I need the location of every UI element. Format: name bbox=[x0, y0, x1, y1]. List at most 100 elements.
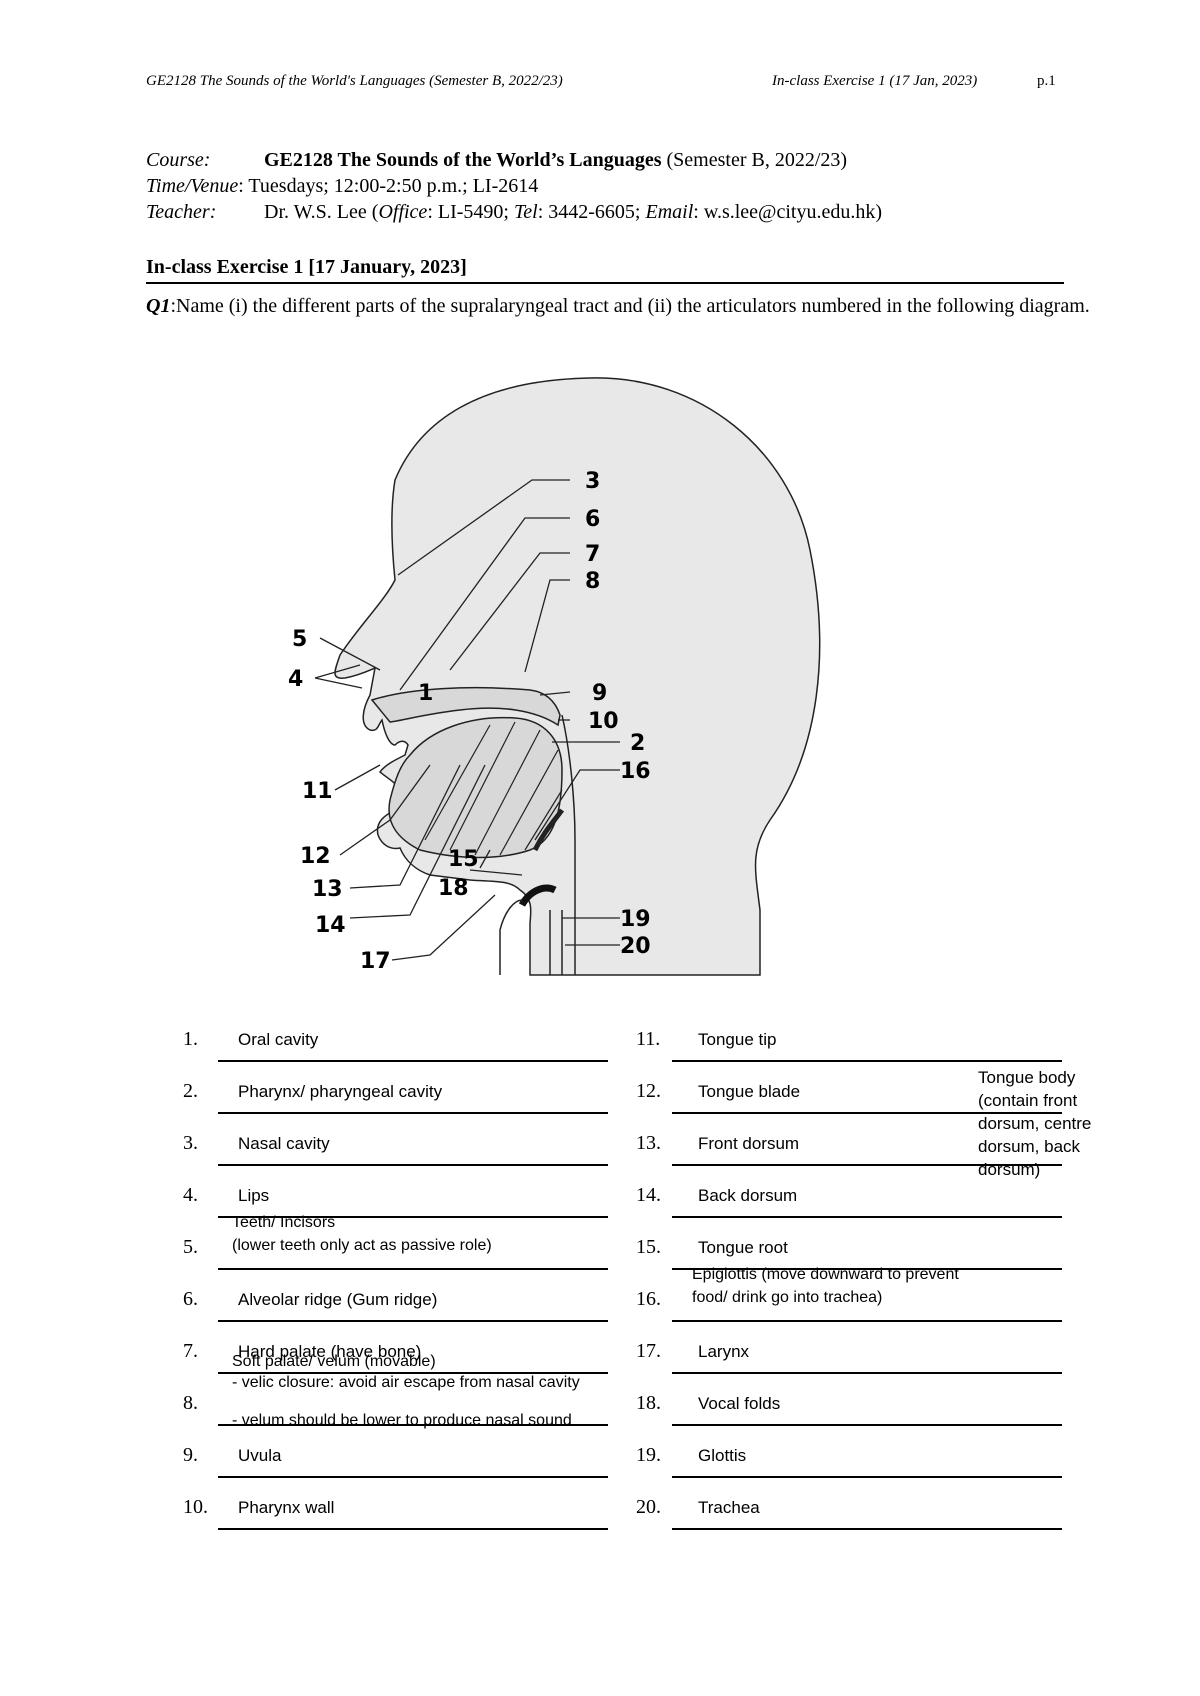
diagram-label-2: 2 bbox=[630, 731, 645, 756]
answer-text: Front dorsum bbox=[698, 1134, 800, 1153]
answer-number: 7. bbox=[183, 1340, 198, 1362]
tongue-hatching bbox=[424, 721, 563, 856]
answer-text-line2: food/ drink go into trachea) bbox=[692, 1289, 883, 1306]
answer-number: 10. bbox=[183, 1496, 208, 1518]
answer-number: 4. bbox=[183, 1184, 198, 1206]
answer-text: Lips bbox=[238, 1186, 270, 1205]
answer-line bbox=[672, 1372, 1062, 1374]
exercise-title: In-class Exercise 1 [17 January, 2023] bbox=[146, 256, 467, 278]
answer-line bbox=[218, 1216, 608, 1218]
diagram-label-5: 5 bbox=[292, 627, 307, 652]
diagram-label-4: 4 bbox=[288, 667, 303, 692]
answer-line bbox=[672, 1060, 1062, 1062]
answer-number: 8. bbox=[183, 1392, 198, 1414]
answer-number: 14. bbox=[636, 1184, 661, 1206]
diagram-label-7: 7 bbox=[585, 542, 600, 567]
diagram-label-1: 1 bbox=[418, 681, 433, 706]
answer-number: 15. bbox=[636, 1236, 661, 1258]
time-venue: Time/Venue: Tuesdays; 12:00-2:50 p.m.; L… bbox=[146, 175, 539, 197]
answer-line bbox=[672, 1216, 1062, 1218]
epiglottis bbox=[532, 808, 565, 852]
diagram-label-10: 10 bbox=[588, 709, 619, 734]
answer-line bbox=[218, 1268, 608, 1270]
answer-number: 16. bbox=[636, 1288, 661, 1310]
answer-text: Nasal cavity bbox=[238, 1134, 330, 1153]
answer-line bbox=[218, 1060, 608, 1062]
answer-line bbox=[218, 1112, 608, 1114]
teacher-label: Teacher: bbox=[146, 201, 217, 223]
answer-number: 19. bbox=[636, 1444, 661, 1466]
diagram-label-8: 8 bbox=[585, 569, 600, 594]
teacher-details: Dr. W.S. Lee (Office: LI-5490; Tel: 3442… bbox=[264, 201, 883, 223]
answer-text-line2: (lower teeth only act as passive role) bbox=[232, 1237, 492, 1254]
answer-line bbox=[218, 1372, 608, 1374]
answer-text-line1: Soft palate/ velum (movable) bbox=[232, 1353, 436, 1370]
answer-number: 5. bbox=[183, 1236, 198, 1258]
answer-text: Tongue blade bbox=[698, 1082, 801, 1101]
tongue-body-note: Tongue body (contain front dorsum, centr… bbox=[978, 1068, 1092, 1179]
answer-number: 11. bbox=[636, 1028, 661, 1050]
diagram-label-15: 15 bbox=[448, 847, 479, 872]
diagram-label-14: 14 bbox=[315, 913, 346, 938]
answer-number: 12. bbox=[636, 1080, 661, 1102]
answer-text-line1: Teeth/ Incisors bbox=[232, 1214, 336, 1231]
diagram-label-17: 17 bbox=[360, 949, 391, 974]
diagram-label-6: 6 bbox=[585, 507, 600, 532]
course-label: Course: bbox=[146, 149, 211, 171]
answer-text: Pharynx/ pharyngeal cavity bbox=[238, 1082, 443, 1101]
page-number: p.1 bbox=[1037, 73, 1056, 89]
title-rule bbox=[146, 282, 1064, 284]
question-1: Q1:Name (i) the different parts of the s… bbox=[146, 295, 1090, 317]
answer-text: Glottis bbox=[698, 1446, 747, 1465]
diagram-label-3: 3 bbox=[585, 469, 600, 494]
larynx-tube bbox=[499, 899, 523, 975]
answer-number: 1. bbox=[183, 1028, 198, 1050]
answer-text: Hard palate (have bone) bbox=[238, 1342, 422, 1361]
running-header-right: In-class Exercise 1 (17 Jan, 2023) bbox=[772, 73, 978, 89]
answer-line bbox=[218, 1320, 608, 1322]
answer-line bbox=[672, 1112, 1062, 1114]
answer-number: 20. bbox=[636, 1496, 661, 1518]
answer-number: 3. bbox=[183, 1132, 198, 1154]
course-title: GE2128 The Sounds of the World’s Languag… bbox=[264, 149, 848, 171]
answer-text-line1: Epiglottis (move downward to prevent bbox=[692, 1266, 959, 1283]
vocal-folds bbox=[518, 884, 557, 907]
answer-text: Back dorsum bbox=[698, 1186, 798, 1205]
answer-text: Uvula bbox=[238, 1446, 282, 1465]
answer-line bbox=[672, 1476, 1062, 1478]
answer-text: Vocal folds bbox=[698, 1394, 781, 1413]
answer-line bbox=[218, 1164, 608, 1166]
answer-line bbox=[672, 1164, 1062, 1166]
diagram-label-20: 20 bbox=[620, 934, 651, 959]
vocal-tract-diagram: 3 6 7 8 9 10 2 16 5 1 4 11 12 15 18 13 1… bbox=[288, 377, 821, 976]
answer-line bbox=[672, 1424, 1062, 1426]
answer-text: Alveolar ridge (Gum ridge) bbox=[238, 1290, 438, 1309]
answer-number: 6. bbox=[183, 1288, 198, 1310]
answer-text: Tongue tip bbox=[698, 1030, 777, 1049]
diagram-label-12: 12 bbox=[300, 844, 331, 869]
answer-line bbox=[672, 1320, 1062, 1322]
answer-number: 17. bbox=[636, 1340, 661, 1362]
answer-number: 13. bbox=[636, 1132, 661, 1154]
answer-text: Larynx bbox=[698, 1342, 750, 1361]
answer-text: Trachea bbox=[698, 1498, 760, 1517]
pharynx-wall bbox=[561, 714, 576, 975]
answer-line bbox=[218, 1424, 608, 1426]
answer-text-line2: - velic closure: avoid air escape from n… bbox=[232, 1374, 580, 1391]
answer-line bbox=[218, 1476, 608, 1478]
diagram-label-13: 13 bbox=[312, 877, 343, 902]
answer-number: 18. bbox=[636, 1392, 661, 1414]
running-header-left: GE2128 The Sounds of the World's Languag… bbox=[146, 73, 563, 89]
diagram-label-16: 16 bbox=[620, 759, 651, 784]
answer-text-line3: - velum should be lower to produce nasal… bbox=[232, 1412, 572, 1429]
answer-line bbox=[672, 1528, 1062, 1530]
trachea bbox=[549, 910, 563, 975]
diagram-label-9: 9 bbox=[592, 681, 607, 706]
answer-line bbox=[672, 1268, 1062, 1270]
answer-number: 2. bbox=[183, 1080, 198, 1102]
answer-text: Pharynx wall bbox=[238, 1498, 335, 1517]
answer-text: Oral cavity bbox=[238, 1030, 319, 1049]
answer-text: Tongue root bbox=[698, 1238, 788, 1257]
diagram-label-11: 11 bbox=[302, 779, 333, 804]
leader-lines bbox=[314, 479, 620, 961]
